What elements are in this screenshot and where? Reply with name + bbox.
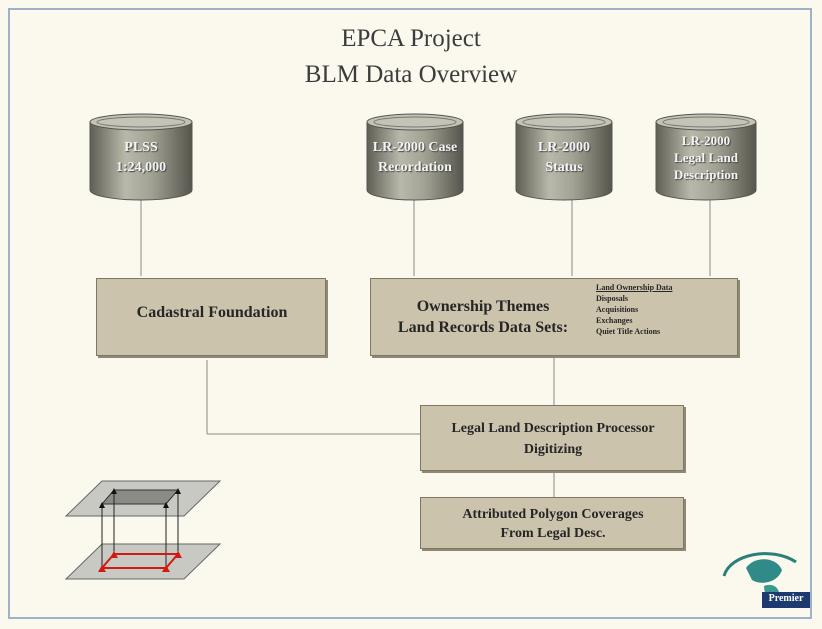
database-label: Status: [545, 160, 583, 175]
attributed-polygon-coverages-box: Attributed Polygon Coverages From Legal …: [420, 497, 684, 549]
database-label: PLSS: [124, 140, 158, 155]
database-lr2000-status: LR-2000 Status: [514, 112, 614, 202]
digitizing-label: Digitizing: [523, 442, 583, 457]
database-label: LR-2000 Case: [372, 140, 458, 155]
list-item: Disposals: [596, 294, 629, 303]
cadastral-foundation-box: Cadastral Foundation: [96, 278, 326, 356]
database-label: LR-2000: [537, 140, 591, 155]
legal-land-description-processor-box: Legal Land Description Processor Digitiz…: [420, 405, 684, 471]
land-records-label: Land Records Data Sets:: [397, 319, 569, 336]
list-item: Exchanges: [596, 316, 633, 325]
list-item: Quiet Title Actions: [596, 327, 661, 336]
database-label: Description: [673, 167, 739, 182]
database-label: 1:24,000: [115, 160, 167, 175]
ownership-themes-box: Ownership Themes Land Records Data Sets:…: [370, 278, 738, 356]
logo-text: Premier: [768, 593, 804, 604]
polygon-coverages-label: Attributed Polygon Coverages: [462, 507, 644, 522]
list-item: Acquisitions: [596, 305, 639, 314]
ownership-themes-label: Ownership Themes: [416, 298, 550, 315]
cadastral-foundation-label: Cadastral Foundation: [136, 304, 288, 321]
cylinder-icon: [515, 113, 613, 201]
legal-desc-label: From Legal Desc.: [500, 526, 606, 541]
cylinder-icon: [366, 113, 464, 201]
ownership-data-list: Land Ownership Data Disposals Acquisitio…: [596, 282, 672, 337]
premier-logo: Premier: [716, 546, 812, 610]
database-lr2000-case-recordation: LR-2000 Case Recordation: [365, 112, 465, 202]
database-label: LR-2000: [681, 133, 731, 148]
list-item: Land Ownership Data: [596, 283, 673, 292]
cylinder-icon: [655, 113, 757, 201]
database-label: Legal Land: [674, 150, 738, 165]
cylinder-icon: [89, 113, 193, 201]
slide-subtitle: BLM Data Overview: [304, 61, 518, 88]
database-label: Recordation: [378, 160, 452, 175]
database-plss: PLSS 1:24,000: [88, 112, 194, 202]
processor-label: Legal Land Description Processor: [451, 421, 655, 436]
slide-frame: [8, 8, 812, 619]
database-lr2000-legal-land-description: LR-2000 Legal Land Description: [654, 112, 758, 202]
globe-logo-icon: [722, 552, 810, 608]
projection-planes-diagram: [64, 480, 222, 580]
slide-title: EPCA Project: [341, 25, 481, 52]
